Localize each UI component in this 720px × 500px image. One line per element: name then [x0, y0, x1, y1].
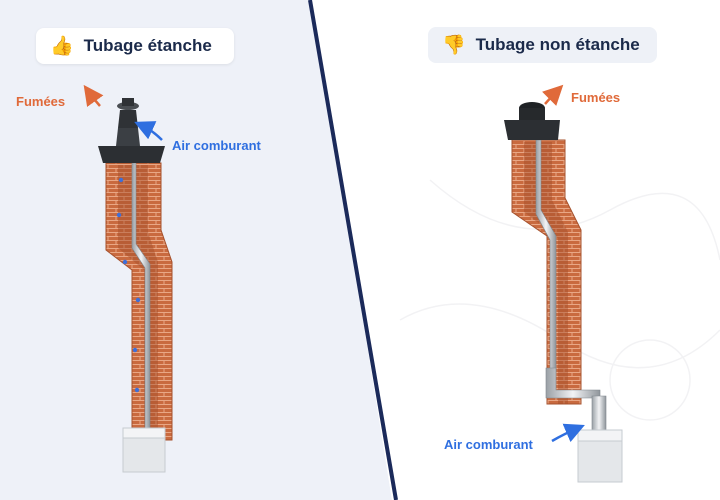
right-chimney — [504, 102, 607, 433]
left-panel-background — [0, 0, 392, 500]
right-air-label: Air comburant — [444, 437, 533, 452]
title-unsealed: Tubage non étanche — [475, 35, 640, 54]
title-badge-unsealed: 👎 Tubage non étanche — [428, 27, 657, 63]
left-air-label: Air comburant — [172, 138, 261, 153]
left-smoke-label: Fumées — [16, 94, 66, 109]
right-smoke-arrow — [542, 84, 564, 106]
title-badge-sealed: 👍 Tubage étanche — [36, 28, 234, 64]
left-air-arrow — [134, 121, 163, 141]
left-air-flow-dots — [116, 177, 141, 393]
right-boiler — [577, 429, 623, 483]
center-divider — [308, 0, 398, 500]
right-panel-background — [312, 0, 720, 500]
right-smoke-label: Fumées — [571, 90, 621, 105]
thumbs-up-icon: 👍 — [50, 35, 74, 57]
left-chimney — [98, 98, 173, 441]
left-smoke-arrow — [83, 84, 104, 107]
title-sealed: Tubage étanche — [83, 36, 212, 55]
right-air-arrow — [551, 423, 585, 443]
left-boiler — [122, 427, 166, 473]
thumbs-down-icon: 👎 — [442, 34, 466, 56]
